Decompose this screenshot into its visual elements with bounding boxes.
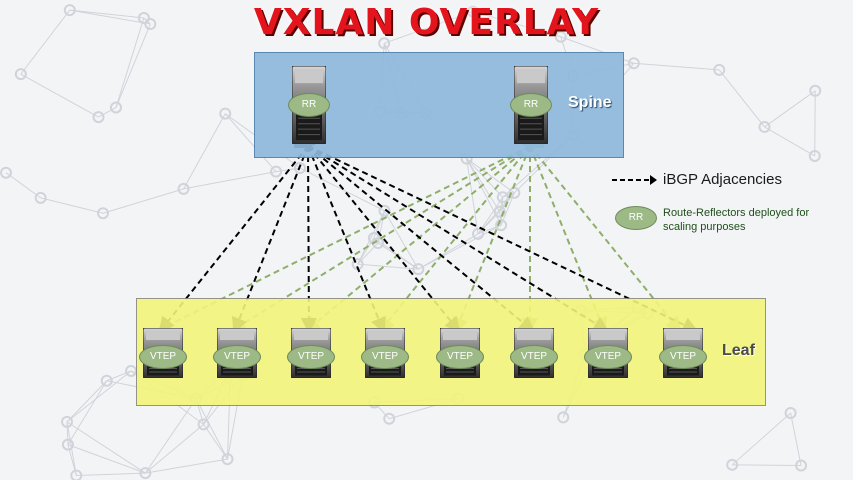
background-network-node — [795, 459, 808, 472]
background-network-line — [764, 126, 816, 157]
vtep-badge: VTEP — [584, 345, 632, 369]
background-network-line — [66, 380, 108, 423]
background-network-line — [102, 188, 184, 214]
background-network-line — [67, 380, 108, 445]
background-network-line — [69, 9, 151, 25]
background-network-line — [718, 69, 765, 128]
background-network-node — [144, 18, 157, 31]
vtep-badge: VTEP — [510, 345, 558, 369]
background-network-line — [203, 424, 228, 460]
background-network-line — [145, 458, 228, 474]
background-network-node — [784, 406, 797, 419]
background-network-line — [183, 113, 226, 190]
background-network-node — [808, 149, 821, 162]
background-network-line — [195, 398, 228, 460]
background-network-line — [69, 9, 144, 19]
background-network-line — [40, 197, 104, 214]
background-network-node — [70, 469, 83, 480]
spine-label: Spine — [568, 94, 612, 111]
background-network-line — [633, 62, 720, 71]
background-network-node — [34, 191, 47, 204]
vtep-badge: VTEP — [659, 345, 707, 369]
background-network-line — [732, 464, 802, 467]
background-network-node — [219, 107, 232, 120]
rr-badge: RR — [510, 93, 552, 117]
background-network-node — [221, 453, 234, 466]
ibgp-legend-label: iBGP Adjacencies — [663, 171, 782, 188]
rr-legend-icon: RR — [615, 206, 657, 230]
background-network-line — [790, 412, 802, 466]
background-network-line — [66, 370, 132, 423]
background-network-node — [378, 37, 391, 50]
background-network-line — [20, 73, 99, 118]
background-network-line — [145, 423, 204, 474]
background-network-node — [61, 438, 74, 451]
background-network-node — [557, 411, 570, 424]
vtep-badge: VTEP — [213, 345, 261, 369]
background-network-line — [115, 17, 145, 108]
background-network-node — [809, 84, 822, 97]
background-network-node — [726, 458, 739, 471]
rr-badge: RR — [288, 93, 330, 117]
background-network-line — [384, 210, 419, 270]
background-network-node — [110, 101, 123, 114]
background-network-node — [467, 5, 480, 18]
background-network-line — [731, 412, 791, 466]
background-network-line — [115, 23, 151, 108]
vtep-badge: VTEP — [287, 345, 335, 369]
background-network-node — [100, 374, 113, 387]
background-network-line — [183, 171, 277, 190]
background-network-line — [144, 398, 197, 474]
background-network-line — [67, 444, 146, 474]
background-network-line — [76, 472, 146, 476]
background-network-node — [758, 120, 771, 133]
ibgp-legend-icon — [612, 175, 657, 185]
background-network-node — [61, 415, 74, 428]
background-network-node — [554, 30, 567, 43]
background-network-line — [5, 172, 41, 199]
vtep-badge: VTEP — [361, 345, 409, 369]
background-network-line — [472, 11, 561, 38]
background-network-line — [357, 263, 419, 270]
background-network-line — [98, 107, 117, 118]
background-network-node — [197, 418, 210, 431]
background-network-node — [63, 4, 76, 17]
vtep-badge: VTEP — [139, 345, 187, 369]
background-network-line — [106, 370, 132, 382]
vtep-badge: VTEP — [436, 345, 484, 369]
background-network-node — [627, 57, 640, 70]
background-network-node — [14, 68, 27, 81]
leaf-label: Leaf — [722, 342, 755, 359]
background-network-node — [139, 467, 152, 480]
background-network-node — [713, 63, 726, 76]
rr-legend-label: Route-Reflectors deployed for scaling pu… — [663, 207, 810, 233]
page-title: VXLAN OVERLAY — [253, 2, 600, 43]
background-network-line — [466, 158, 515, 194]
background-network-line — [20, 9, 71, 75]
background-network-line — [66, 421, 146, 474]
background-network-node — [137, 11, 150, 24]
background-network-node — [97, 207, 110, 220]
background-network-line — [383, 11, 474, 44]
background-network-line — [764, 90, 816, 128]
background-network-node — [92, 111, 105, 124]
ibgp-link-rr1 — [293, 133, 699, 333]
background-network-node — [0, 166, 12, 179]
background-network-node — [383, 412, 396, 425]
